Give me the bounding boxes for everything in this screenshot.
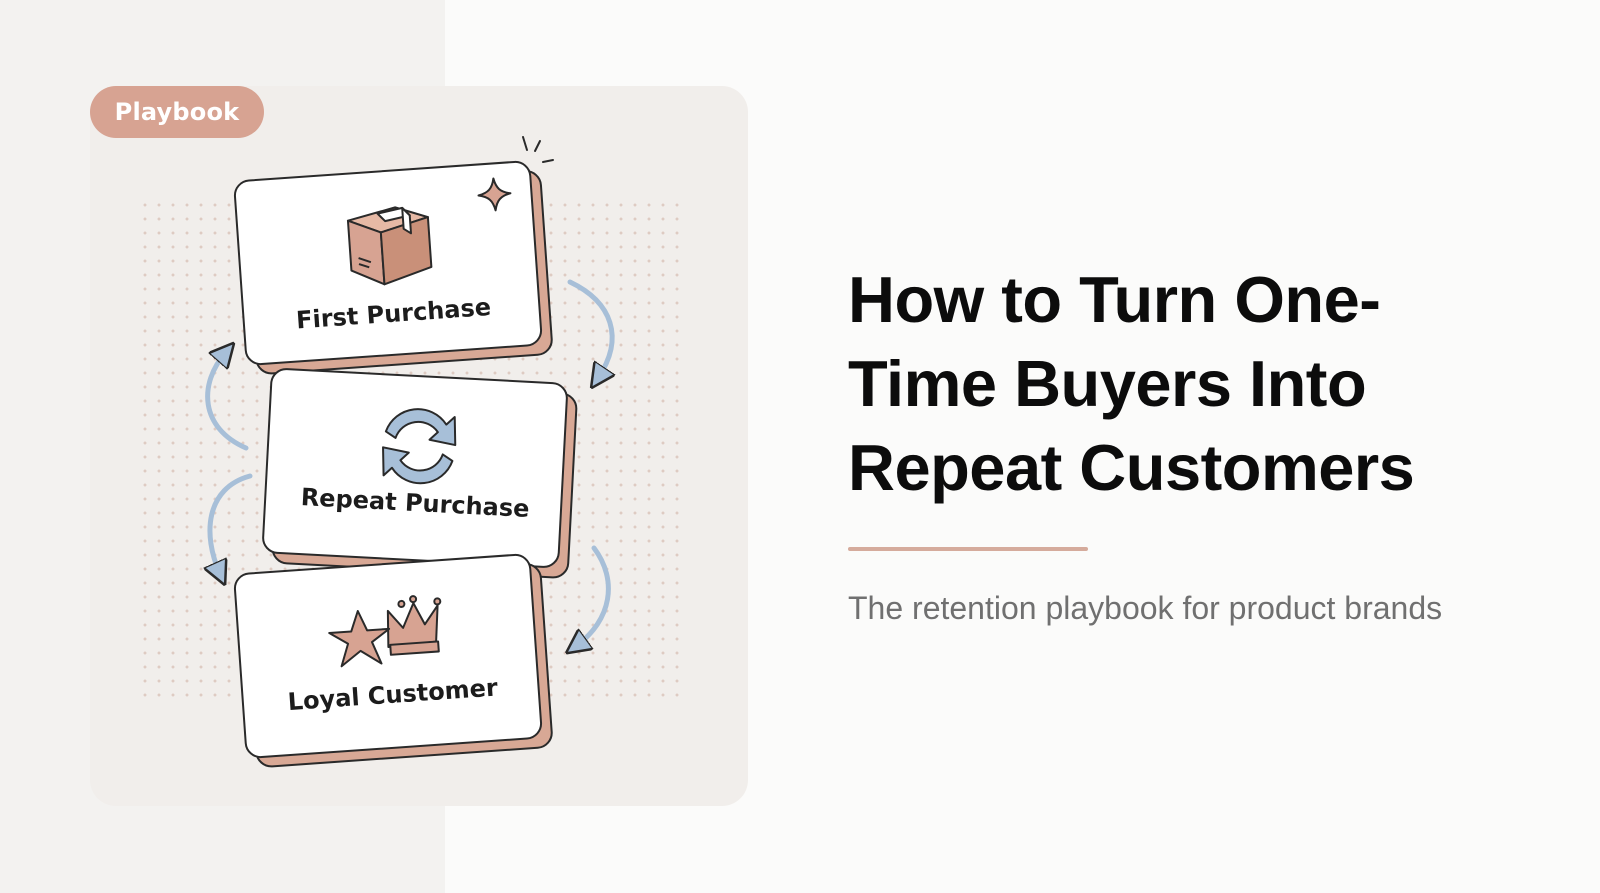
playbook-tag: Playbook <box>90 86 264 138</box>
first-purchase-card: First Purchase <box>232 159 554 376</box>
package-box-icon <box>346 177 512 286</box>
headline-line-3: Repeat Customers <box>848 431 1415 504</box>
refresh-cycle-icon <box>382 408 457 485</box>
star-crown-icon <box>328 595 442 668</box>
headline-line-1: How to Turn One- <box>848 263 1381 336</box>
arrow-right-bottom <box>576 545 611 646</box>
page-subtitle: The retention playbook for product brand… <box>848 590 1443 626</box>
repeat-purchase-card: Repeat Purchase <box>261 367 579 580</box>
arrow-left-bottom <box>210 473 253 574</box>
star-sparkle-icon <box>477 177 512 212</box>
headline-line-2: Time Buyers Into <box>848 347 1367 420</box>
loyal-customer-card: Loyal Customer <box>232 552 554 769</box>
page-headline: How to Turn One- Time Buyers Into Repeat… <box>848 258 1568 510</box>
arrow-right-top <box>567 279 612 378</box>
accent-divider <box>848 547 1088 551</box>
arrow-left-top <box>205 352 249 451</box>
